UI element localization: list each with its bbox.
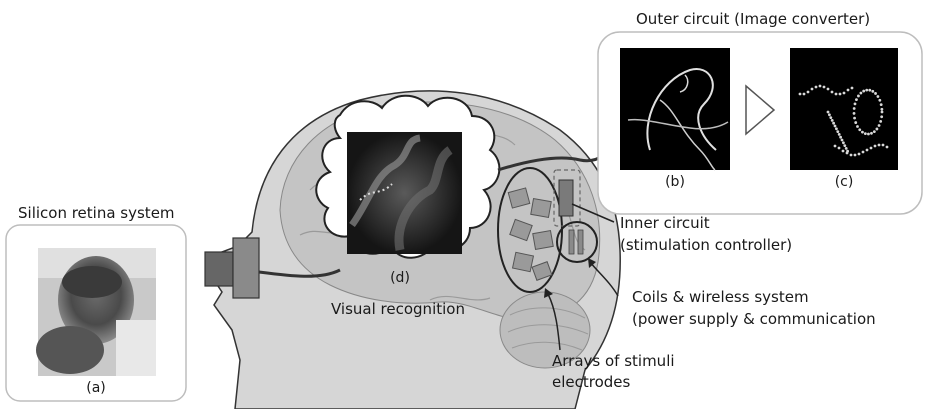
panel-c-dot — [838, 147, 841, 150]
panel-c-dot — [853, 117, 856, 120]
panel-c-dot — [879, 120, 882, 123]
panel-c-dot — [882, 144, 885, 147]
panel-d-image — [347, 132, 462, 254]
panel-c-dot — [847, 89, 850, 92]
panel-c-dot — [834, 145, 837, 148]
panel-c-dot — [878, 144, 881, 147]
panel-c-dot — [811, 88, 814, 91]
panel-c-dot — [843, 144, 846, 147]
panel-c-dot — [842, 150, 845, 153]
panel-c-dot — [859, 92, 862, 95]
coil-element-2 — [578, 230, 583, 254]
panel-c-dot — [803, 93, 806, 96]
panel-c-dot — [828, 113, 831, 116]
panel-c-dot — [870, 132, 873, 135]
panel-c-dot — [880, 115, 883, 118]
arrays-label-line2: electrodes — [552, 373, 630, 391]
silicon-retina-label: Silicon retina system — [18, 204, 175, 222]
panel-c-dot — [827, 88, 830, 91]
panel-c-dot — [854, 102, 857, 105]
panel-c-dot — [867, 133, 870, 136]
coils-label-line2: (power supply & communication — [632, 310, 876, 328]
panel-c-dot — [853, 112, 856, 115]
panel-b-image — [620, 48, 730, 170]
coils-label-line1: Coils & wireless system — [632, 288, 809, 306]
panel-c-dot — [843, 92, 846, 95]
panel-c-dot — [846, 150, 849, 153]
panel-c-dot — [873, 130, 876, 133]
panel-c-dot — [864, 132, 867, 135]
panel-c-dot — [845, 147, 848, 150]
panel-c-dot — [834, 125, 837, 128]
panel-d-tag: (d) — [380, 270, 420, 286]
panel-c-dot — [799, 93, 802, 96]
panel-c-dot — [841, 139, 844, 142]
panel-c-dot — [838, 133, 841, 136]
panel-c-dot — [854, 154, 857, 157]
panel-c-dot — [831, 119, 834, 122]
panel-c-dot — [874, 145, 877, 148]
panel-c-dot — [878, 99, 881, 102]
panel-c-dot — [874, 92, 877, 95]
panel-c-dot — [807, 91, 810, 94]
panel-c-dot — [862, 90, 865, 93]
panel-c-dot — [854, 121, 857, 124]
panel-c-dot — [876, 128, 879, 131]
panel-c-dot — [871, 90, 874, 93]
panel-c-dot — [881, 111, 884, 114]
panel-c-dot — [853, 107, 856, 110]
panel-c-dot — [842, 141, 845, 144]
panel-c-dot — [880, 108, 883, 111]
visual-recognition-label: Visual recognition — [331, 300, 465, 318]
panel-c-dot — [856, 125, 859, 128]
panel-c-dot — [850, 154, 853, 157]
inner-circuit-chip — [559, 180, 573, 216]
panel-c-dot — [878, 124, 881, 127]
panel-c-dot — [829, 116, 832, 119]
panel-c-dot — [839, 93, 842, 96]
panel-c-dot — [835, 93, 838, 96]
panel-c-dot — [868, 89, 871, 92]
coil-element — [569, 230, 574, 254]
panel-c-dot — [836, 130, 839, 133]
arrays-label-line1: Arrays of stimuli — [552, 352, 675, 370]
panel-c-dot — [827, 111, 830, 114]
panel-a-image — [36, 248, 156, 376]
panel-c-dot — [870, 147, 873, 150]
panel-c-dot — [855, 98, 858, 101]
panel-c-dot — [823, 86, 826, 89]
panel-c-dot — [839, 136, 842, 139]
panel-c-dot — [835, 127, 838, 130]
inner-circuit-label-line1: Inner circuit — [620, 214, 710, 232]
panel-c-dot — [862, 151, 865, 154]
panel-c-dot — [857, 95, 860, 98]
panel-c-dot — [858, 153, 861, 156]
panel-c-dot — [858, 128, 861, 131]
panel-c-dot — [851, 87, 854, 90]
panel-a-tag: (a) — [76, 380, 116, 396]
panel-c-dot — [861, 131, 864, 134]
panel-c-dot — [880, 103, 883, 106]
panel-c-dot — [866, 149, 869, 152]
panel-c-dot — [865, 89, 868, 92]
panel-c-dot — [831, 91, 834, 94]
panel-c-dot — [815, 86, 818, 89]
panel-c-tag: (c) — [824, 174, 864, 190]
outer-circuit-label: Outer circuit (Image converter) — [636, 10, 870, 28]
panel-c-dot — [877, 95, 880, 98]
inner-circuit-label-line2: (stimulation controller) — [620, 236, 792, 254]
panel-c-dot — [886, 146, 889, 149]
panel-b-tag: (b) — [655, 174, 695, 190]
panel-c-dot — [832, 122, 835, 125]
panel-c-dot — [819, 85, 822, 88]
